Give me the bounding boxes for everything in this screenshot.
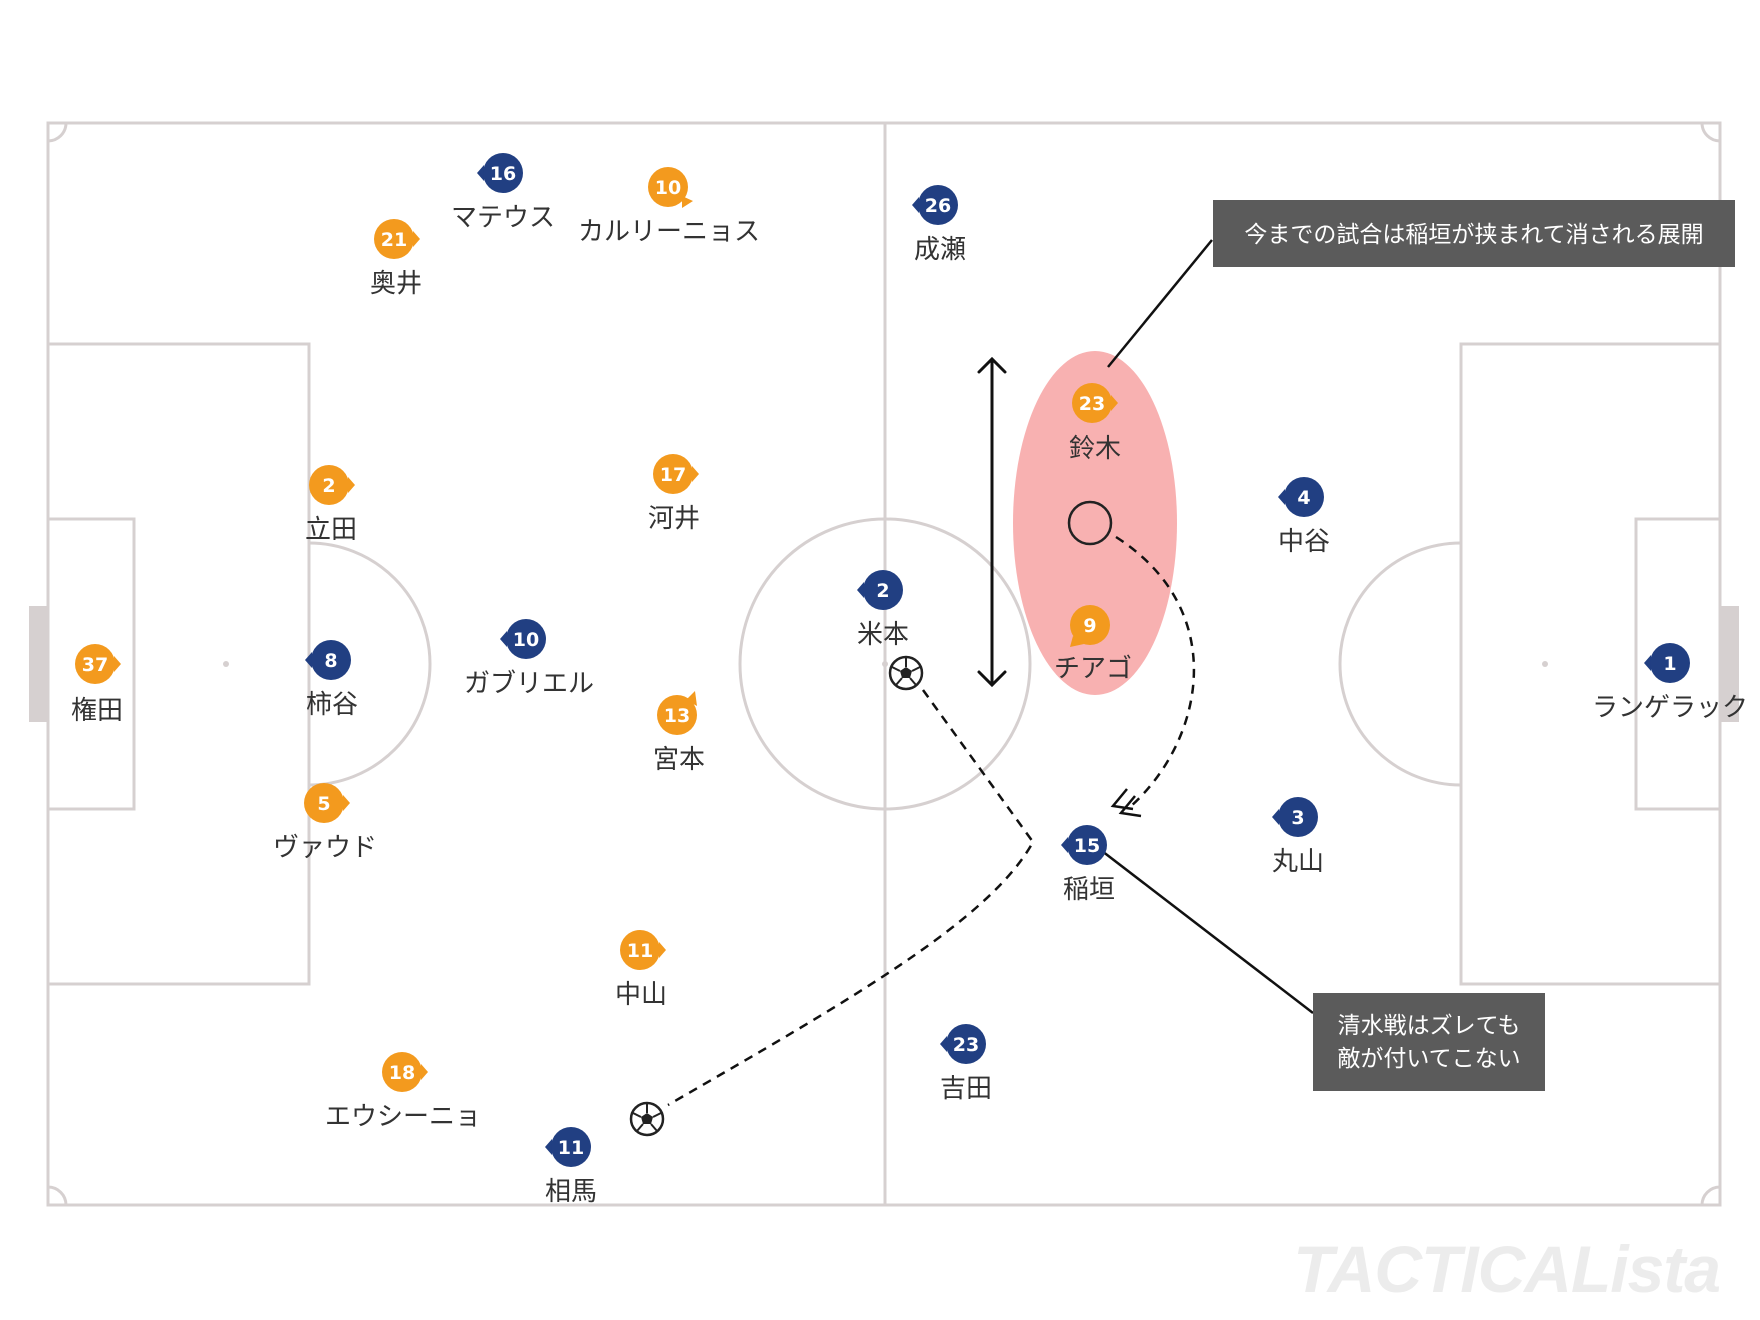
- right-goal: [1720, 606, 1739, 722]
- player-name: 吉田: [940, 1074, 992, 1104]
- watermark-text: TACTICALista: [1293, 1232, 1720, 1306]
- player-number: 5: [317, 793, 330, 815]
- player-name: 鈴木: [1069, 434, 1121, 464]
- player-away-10: 10 ガブリエル: [464, 619, 594, 699]
- player-home-9: 9 チアゴ: [1054, 605, 1132, 684]
- player-number: 2: [876, 580, 889, 602]
- player-away-4: 4 中谷: [1278, 477, 1330, 557]
- player-home-18: 18 エウシーニョ: [325, 1052, 481, 1132]
- corner-arc-br: [1700, 1185, 1721, 1206]
- player-home-10: 10 カルリーニョス: [578, 167, 760, 247]
- bottom-note-text-2: 敵が付いてこない: [1337, 1046, 1520, 1072]
- player-name: ランゲラック: [1592, 693, 1748, 723]
- player-name: 中山: [615, 980, 667, 1010]
- player-home-11: 11 中山: [615, 930, 667, 1010]
- player-number: 13: [664, 705, 690, 727]
- pass-path-dashed: [667, 689, 1035, 1107]
- player-away-16: 16 マテウス: [451, 153, 555, 233]
- left-goal: [29, 606, 48, 722]
- player-name: 権田: [71, 696, 123, 726]
- player-number: 16: [490, 163, 516, 185]
- player-away-15: 15 稲垣: [1061, 825, 1115, 905]
- corner-arc-tr: [1700, 122, 1721, 143]
- corner-arc-tl: [47, 122, 68, 143]
- ball-icon: [888, 655, 924, 691]
- callout-line-bottom: [1101, 850, 1314, 1014]
- player-away-26: 26 成瀬: [912, 185, 966, 265]
- player-name: 成瀬: [914, 235, 966, 265]
- player-number: 10: [655, 177, 681, 199]
- player-number: 18: [389, 1062, 415, 1084]
- player-name: マテウス: [451, 203, 555, 233]
- player-home-2: 2 立田: [305, 465, 357, 545]
- top-note: 今までの試合は稲垣が挟まれて消される展開: [1213, 200, 1735, 267]
- vertical-double-arrow: [977, 356, 1007, 688]
- highlight-zone: [1013, 351, 1177, 695]
- player-name: 柿谷: [306, 690, 358, 720]
- player-home-37: 37 権田: [71, 644, 123, 726]
- player-name: チアゴ: [1054, 654, 1132, 684]
- player-away-1: 1 ランゲラック: [1592, 643, 1748, 723]
- player-number: 3: [1291, 807, 1304, 829]
- center-spot: [882, 661, 888, 667]
- player-away-23: 23 吉田: [940, 1024, 992, 1104]
- player-number: 2: [322, 475, 335, 497]
- player-number: 15: [1074, 835, 1100, 857]
- empty-position-marker: [1067, 500, 1113, 546]
- player-home-21: 21 奥井: [370, 219, 422, 299]
- player-home-5: 5 ヴァウド: [273, 783, 377, 863]
- movement-arrowhead: [1110, 788, 1142, 818]
- player-name: 中谷: [1278, 527, 1330, 557]
- player-home-17: 17 河井: [648, 454, 700, 534]
- bottom-note-text-1: 清水戦はズレても: [1338, 1013, 1521, 1039]
- player-number: 9: [1083, 615, 1096, 637]
- player-name: 河井: [648, 504, 700, 534]
- player-name: 宮本: [653, 745, 705, 775]
- left-penalty-arc: [308, 541, 432, 787]
- ball-icon: [629, 1101, 665, 1137]
- center-circle: [738, 517, 1032, 811]
- corner-arc-bl: [47, 1185, 68, 1206]
- player-number: 11: [627, 940, 653, 962]
- player-number: 21: [381, 229, 407, 251]
- player-number: 1: [1663, 653, 1676, 675]
- player-home-13: 13 宮本: [653, 691, 705, 775]
- player-away-8: 8 柿谷: [305, 640, 358, 720]
- player-name: 稲垣: [1063, 875, 1115, 905]
- player-number: 8: [324, 650, 337, 672]
- player-name: 奥井: [370, 269, 422, 299]
- player-number: 37: [82, 654, 108, 676]
- player-number: 10: [513, 629, 539, 651]
- player-home-23: 23 鈴木: [1069, 383, 1121, 464]
- right-penalty-spot: [1542, 661, 1548, 667]
- top-note-text: 今までの試合は稲垣が挟まれて消される展開: [1244, 222, 1703, 248]
- bottom-note: 清水戦はズレても 敵が付いてこない: [1313, 993, 1545, 1091]
- player-name: 米本: [857, 620, 909, 650]
- player-away-3: 3 丸山: [1272, 797, 1324, 877]
- player-name: エウシーニョ: [325, 1102, 481, 1132]
- player-name: カルリーニョス: [578, 217, 760, 247]
- player-number: 23: [1079, 393, 1105, 415]
- player-name: ガブリエル: [464, 669, 594, 699]
- movement-path-dashed: [1115, 535, 1196, 808]
- player-name: ヴァウド: [273, 833, 377, 863]
- left-penalty-spot: [223, 661, 229, 667]
- player-name: 相馬: [545, 1177, 597, 1207]
- callout-line-top: [1107, 239, 1213, 368]
- player-number: 4: [1297, 487, 1310, 509]
- player-name: 丸山: [1272, 847, 1324, 877]
- player-number: 11: [558, 1137, 584, 1159]
- player-number: 17: [660, 464, 686, 486]
- player-number: 26: [925, 195, 951, 217]
- right-penalty-arc: [1338, 541, 1462, 787]
- player-away-11: 11 相馬: [545, 1127, 597, 1207]
- player-name: 立田: [305, 515, 357, 545]
- player-number: 23: [953, 1034, 979, 1056]
- player-away-2: 2 米本: [857, 570, 909, 650]
